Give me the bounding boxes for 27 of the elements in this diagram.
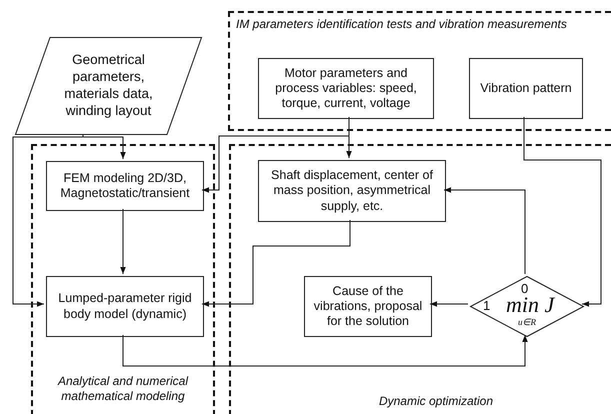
arrow <box>524 116 602 307</box>
arrow <box>12 134 84 307</box>
arrow <box>430 301 468 307</box>
branch-label: 0 <box>521 282 528 295</box>
process-box: Vibration pattern <box>469 58 583 119</box>
decision-diamond <box>470 276 584 337</box>
input-parallelogram <box>15 37 202 135</box>
arrow <box>120 208 126 274</box>
group-title: IM parameters identification tests and vibration measurements <box>236 17 568 32</box>
process-box: Motor parameters and process variables: speed, torque, current, voltage <box>258 58 434 119</box>
objective-formula: min J <box>506 294 554 316</box>
arrow <box>122 334 528 366</box>
process-box: Cause of the vibrations, proposal for the solution <box>304 276 432 337</box>
process-box: FEM modeling 2D/3D, Magnetostatic/transient <box>46 161 204 211</box>
constraint-subscript: u∈R <box>518 318 536 327</box>
process-box: Lumped-parameter rigid body model (dynamic) <box>46 276 204 337</box>
arrow <box>444 187 526 274</box>
group-title: Analytical and numerical mathematical modeling <box>56 374 190 404</box>
node-text: Geometrical parameters, materials data, winding layout <box>63 51 154 120</box>
group-title: Dynamic optimization <box>378 394 494 409</box>
dashed-group <box>229 144 611 414</box>
dashed-group <box>228 11 611 131</box>
branch-label: 1 <box>483 299 490 312</box>
arrow <box>82 134 126 160</box>
process-box: Shaft displacement, center of mass position, asymmetrical supply, etc. <box>258 160 446 222</box>
arrow <box>202 220 350 307</box>
dashed-group <box>31 144 215 414</box>
